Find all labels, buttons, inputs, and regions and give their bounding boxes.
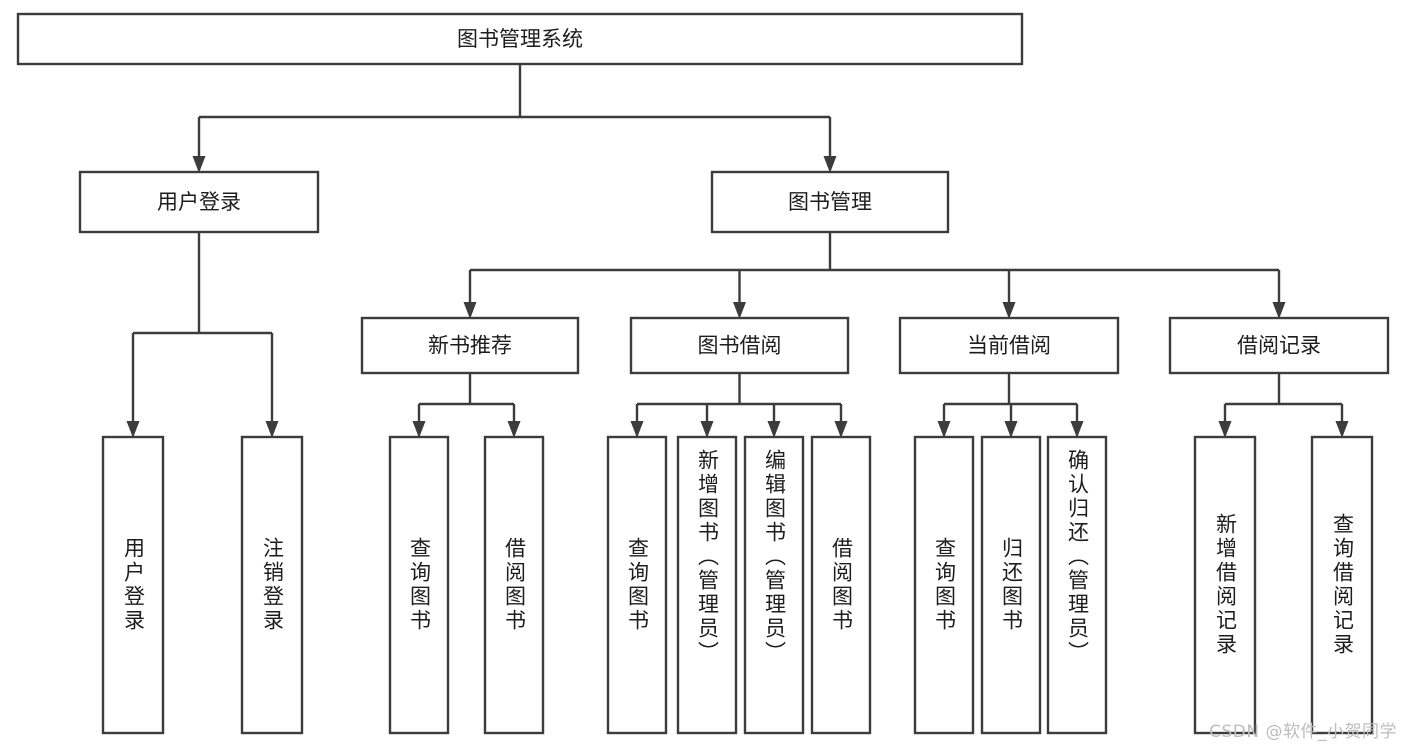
arrowhead-leaf_bb_add [700,421,714,438]
arrowhead-leaf_user_login [126,421,140,438]
node-label-l2-borrow-record: 借阅记录 [1237,334,1321,358]
node-box-l2-new-book-rec[interactable] [360,316,580,375]
node-box-leaf-br-add[interactable] [1193,435,1257,735]
node-label-wrap-leaf-bb-add: 新增图书（管理员） [678,449,736,721]
node-label-leaf-user-login: 用户登录 [121,537,146,633]
node-box-l1-book-mgmt[interactable] [710,170,950,234]
arrowhead-leaf_cb_confirm [1070,421,1084,438]
arrowhead-leaf_br_query [1335,421,1349,438]
node-box-leaf-cb-query[interactable] [913,435,975,735]
node-box-leaf-bb-query[interactable] [606,435,668,735]
arrowhead-l2_current_borrow [1002,302,1016,319]
node-box-l1-user-login[interactable] [78,170,320,234]
node-box-leaf-rec-query[interactable] [388,435,450,735]
node-label-wrap-leaf-cb-return: 归还图书 [982,449,1040,721]
node-label-root: 图书管理系统 [457,27,583,51]
node-box-l2-current-borrow[interactable] [898,316,1120,375]
arrowhead-leaf_cb_return [1004,421,1018,438]
node-label-wrap-leaf-logout: 注销登录 [242,449,302,721]
node-box-root[interactable] [16,12,1024,66]
node-box-l2-book-borrow[interactable] [629,316,850,375]
node-label-l2-new-book-rec: 新书推荐 [428,334,512,358]
node-box-leaf-rec-borrow[interactable] [483,435,545,735]
node-label-leaf-cb-return: 归还图书 [999,537,1024,633]
node-label-wrap-leaf-bb-query: 查询图书 [608,449,666,721]
node-box-leaf-bb-borrow[interactable] [810,435,872,735]
arrowhead-l1_book_mgmt [823,156,837,173]
arrowhead-l2_new_book_rec [463,302,477,319]
node-label-leaf-br-query: 查询借阅记录 [1330,513,1355,657]
node-label-leaf-rec-query: 查询图书 [407,537,432,633]
node-label-leaf-cb-query: 查询图书 [932,537,957,633]
node-label-leaf-cb-confirm: 确认归还（管理员） [1065,449,1090,665]
arrowhead-leaf_cb_query [937,421,951,438]
node-label-l2-current-borrow: 当前借阅 [967,334,1051,358]
node-label-leaf-bb-add: 新增图书（管理员） [695,449,720,665]
node-label-wrap-leaf-bb-borrow: 借阅图书 [812,449,870,721]
node-box-leaf-logout[interactable] [240,435,304,735]
edges-group [126,64,1349,438]
node-label-wrap-leaf-cb-confirm: 确认归还（管理员） [1048,449,1106,721]
node-box-l2-borrow-record[interactable] [1168,316,1390,375]
node-label-leaf-bb-borrow: 借阅图书 [829,537,854,633]
node-label-l2-book-borrow: 图书借阅 [698,334,782,358]
node-box-leaf-bb-edit[interactable] [743,435,805,735]
node-box-leaf-cb-return[interactable] [980,435,1042,735]
node-label-leaf-bb-query: 查询图书 [625,537,650,633]
arrowhead-leaf_br_add [1218,421,1232,438]
node-label-l1-book-mgmt: 图书管理 [788,190,872,214]
node-label-leaf-rec-borrow: 借阅图书 [502,537,527,633]
node-label-leaf-bb-edit: 编辑图书（管理员） [762,449,787,665]
node-label-wrap-leaf-user-login: 用户登录 [103,449,163,721]
node-box-leaf-br-query[interactable] [1310,435,1374,735]
arrowhead-leaf_rec_borrow [507,421,521,438]
node-label-wrap-leaf-rec-query: 查询图书 [390,449,448,721]
node-label-wrap-leaf-bb-edit: 编辑图书（管理员） [745,449,803,721]
node-label-wrap-leaf-rec-borrow: 借阅图书 [485,449,543,721]
arrowhead-leaf_rec_query [412,421,426,438]
node-label-leaf-br-add: 新增借阅记录 [1213,513,1238,657]
arrowhead-l2_borrow_record [1272,302,1286,319]
node-label-l1-user-login: 用户登录 [157,190,241,214]
node-label-wrap-leaf-br-add: 新增借阅记录 [1195,449,1255,721]
arrowhead-leaf_bb_query [630,421,644,438]
node-box-leaf-bb-add[interactable] [676,435,738,735]
node-label-wrap-leaf-cb-query: 查询图书 [915,449,973,721]
arrowhead-leaf_logout [265,421,279,438]
arrowhead-l1_user_login [192,156,206,173]
arrowhead-leaf_bb_edit [767,421,781,438]
node-label-leaf-logout: 注销登录 [260,537,285,633]
node-box-leaf-user-login[interactable] [101,435,165,735]
node-box-leaf-cb-confirm[interactable] [1046,435,1108,735]
arrowhead-leaf_bb_borrow [834,421,848,438]
arrowhead-l2_book_borrow [733,302,746,319]
node-label-wrap-leaf-br-query: 查询借阅记录 [1312,449,1372,721]
